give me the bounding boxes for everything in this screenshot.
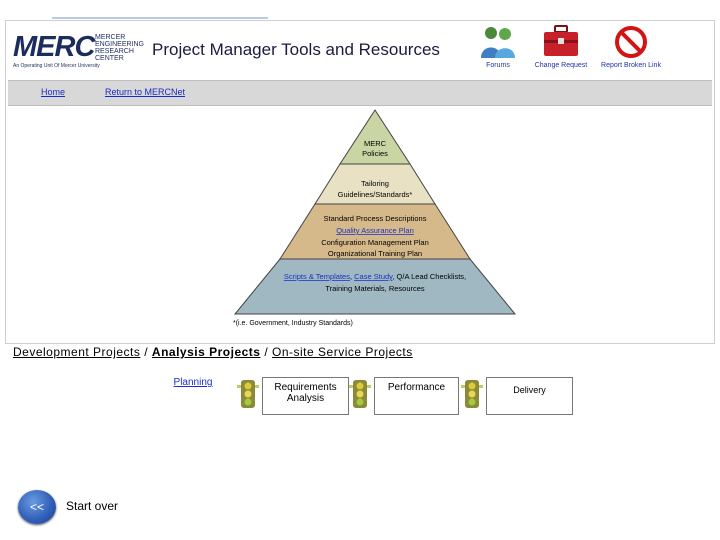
change-request-label: Change Request — [534, 62, 588, 69]
toolbox-icon — [544, 25, 578, 56]
no-sign-icon — [615, 26, 647, 58]
breadcrumb: Development Projects / Analysis Projects… — [13, 345, 413, 359]
traffic-light-icon — [237, 380, 259, 408]
quality-assurance-plan-link[interactable]: Quality Assurance Plan — [336, 226, 414, 235]
delivery-label: Delivery — [513, 385, 546, 395]
case-study-link[interactable]: Case Study — [354, 272, 393, 281]
phase-performance[interactable]: Performance — [374, 377, 459, 415]
tier1-line1: MERC — [364, 139, 387, 148]
scripts-templates-link[interactable]: Scripts & Templates — [284, 272, 350, 281]
requirements-label-line1: Requirements — [274, 382, 337, 393]
people-icon — [481, 27, 515, 58]
report-broken-link-label: Report Broken Link — [601, 62, 661, 69]
tier4-sep: , — [350, 272, 354, 281]
traffic-light-icon — [461, 380, 483, 408]
start-over-label: Start over — [66, 499, 119, 513]
logo-tagline: An Operating Unit Of Mercer University — [13, 63, 100, 69]
change-request-button[interactable]: Change Request — [526, 24, 596, 69]
forums-button[interactable]: Forums — [463, 24, 533, 69]
phase-planning[interactable]: Planning — [158, 377, 228, 413]
process-pyramid: MERC Policies Tailoring Guidelines/Stand… — [233, 109, 517, 327]
back-button[interactable]: << — [18, 490, 56, 524]
nav-bar: Home Return to MERCNet — [8, 80, 712, 106]
tier2-line1: Tailoring — [361, 179, 389, 188]
phase-requirements-analysis[interactable]: Requirements Analysis — [262, 377, 349, 415]
tier1-line2: Policies — [362, 149, 388, 158]
analysis-projects-link[interactable]: Analysis Projects — [151, 345, 261, 359]
tier4-line2: Training Materials, Resources — [325, 284, 425, 293]
logo-wordmark: MERC — [13, 31, 95, 63]
logo-side-text: MERCER ENGINEERING RESEARCH CENTER — [95, 34, 145, 62]
breadcrumb-separator: / — [144, 345, 149, 359]
development-projects-link[interactable]: Development Projects — [13, 345, 141, 359]
return-to-mercnet-link[interactable]: Return to MERCNet — [105, 87, 186, 97]
planning-link[interactable]: Planning — [173, 377, 213, 388]
requirements-label-line2: Analysis — [286, 393, 325, 404]
tier3-line4: Organizational Training Plan — [328, 249, 422, 258]
performance-label: Performance — [387, 382, 446, 393]
tier2-line2: Guidelines/Standards* — [338, 190, 413, 199]
page-title: Project Manager Tools and Resources — [152, 40, 440, 59]
top-accent-line — [52, 17, 268, 19]
forums-label: Forums — [486, 62, 510, 69]
breadcrumb-separator: / — [264, 345, 269, 359]
pyramid-tier-resources[interactable] — [233, 258, 517, 315]
pyramid-footnote: *(i.e. Government, Industry Standards) — [233, 320, 353, 327]
phase-delivery[interactable]: Delivery — [486, 377, 573, 415]
tier3-line1: Standard Process Descriptions — [324, 214, 427, 223]
merc-logo: MERC MERCER ENGINEERING RESEARCH CENTER … — [13, 31, 144, 70]
traffic-light-icon — [349, 380, 371, 408]
home-link[interactable]: Home — [41, 87, 66, 97]
tier4-line1: Scripts & Templates, Case Study, Q/A Lea… — [284, 272, 466, 281]
tier4-rest: , Q/A Lead Checklists, — [392, 272, 466, 281]
report-broken-link-button[interactable]: Report Broken Link — [596, 24, 666, 69]
tier3-line3: Configuration Management Plan — [321, 238, 429, 247]
on-site-service-projects-link[interactable]: On-site Service Projects — [272, 345, 413, 359]
